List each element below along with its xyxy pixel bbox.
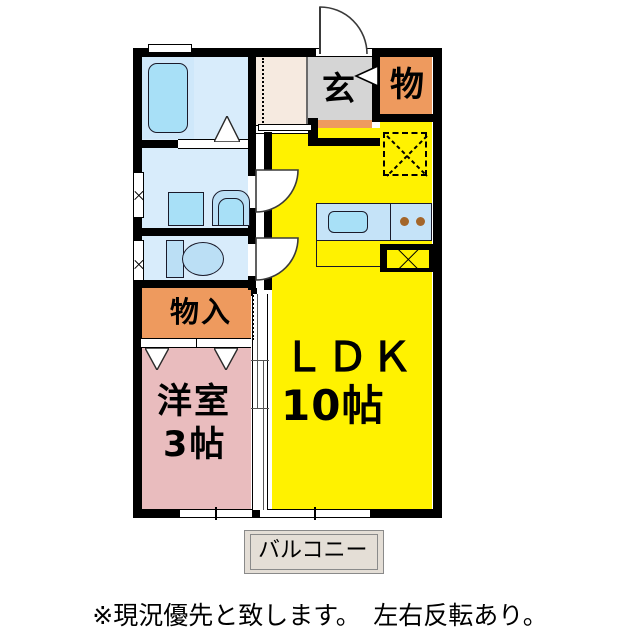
wall-entrance-step-bottom — [308, 138, 380, 146]
washroom-door-swing — [255, 169, 299, 213]
corridor-threshold — [258, 124, 312, 131]
label-ldk-name: ＬＤＫ — [283, 333, 415, 381]
wall-water-right-2 — [248, 208, 256, 244]
wall-bath-right — [248, 48, 256, 142]
wall-shoebox-left — [372, 56, 380, 122]
washing-machine — [168, 192, 204, 226]
room-ldk-fill — [272, 128, 432, 516]
room-ldk-fill-upper — [380, 122, 432, 162]
vent-square — [383, 132, 428, 177]
wall-left-outer-3 — [133, 286, 142, 518]
bath-door-fold — [214, 116, 240, 142]
closet-door-fold-left — [145, 348, 169, 370]
closet-door-mullion — [196, 338, 198, 348]
sliding-partition-leaf-b — [263, 360, 265, 510]
wall-top-right — [372, 48, 442, 57]
vanity-basin — [218, 198, 244, 226]
window-bedroom-bottom-mullion — [215, 507, 217, 520]
bath-door-opening — [178, 139, 248, 149]
label-balcony: バルコニー — [258, 538, 368, 563]
label-shoebox: 物 — [390, 65, 424, 105]
wall-left-outer — [133, 48, 142, 172]
sliding-partition-leaf-a — [257, 294, 259, 408]
label-bedroom-size: 3帖 — [163, 425, 227, 465]
stove-burner-right — [416, 217, 425, 226]
appliance-nook-space — [386, 249, 430, 269]
wall-shoebox-bottom — [372, 114, 434, 122]
corridor-edge-dotted — [262, 58, 264, 126]
kitchen-sink — [328, 211, 368, 233]
wall-top-left — [133, 48, 256, 57]
vent-x-icon — [386, 135, 428, 177]
wall-top-mid — [256, 48, 316, 57]
closet-door-fold-right — [214, 348, 238, 370]
entrance-step-arrow-icon — [354, 65, 378, 87]
room-shoebox-fill — [380, 56, 432, 122]
wall-right-outer — [433, 48, 442, 518]
room-closet-fill — [141, 288, 251, 338]
entrance-door-swing — [319, 6, 368, 54]
room-bedroom-fill — [141, 344, 251, 516]
wall-water-right — [248, 140, 256, 176]
toilet-door-swing — [255, 237, 299, 281]
toilet-bowl — [182, 242, 224, 276]
label-ldk-size: 10帖 — [281, 381, 385, 430]
label-closet: 物入 — [170, 295, 233, 329]
wall-water-right-3 — [248, 276, 256, 290]
room-entrance-fill — [308, 56, 372, 120]
bathtub — [148, 63, 188, 133]
kitchen-front-line — [316, 241, 318, 267]
wall-entrance-bottom — [308, 118, 318, 144]
sliding-partition-bedroom-ldk — [252, 294, 268, 510]
window-washroom — [133, 172, 144, 218]
label-bedroom-name: 洋室 — [157, 382, 232, 422]
room-balcony-inner — [250, 534, 378, 570]
kitchen-counter-divider — [390, 203, 392, 241]
stove-burner-left — [400, 217, 409, 226]
label-entrance: 玄 — [322, 69, 355, 108]
wall-bedroom-ldk — [251, 288, 257, 296]
plan-caption: ※現況優先と致します。 左右反転あり。 — [92, 601, 548, 630]
wall-corridor-entrance — [306, 57, 308, 133]
wall-toilet-closet — [133, 280, 256, 288]
kitchen-front-line-bottom — [316, 266, 380, 268]
bath-window — [148, 44, 192, 53]
patio-door-mullion — [314, 507, 316, 520]
wall-washroom-toilet — [133, 228, 256, 236]
sliding-partition-tick-1 — [251, 360, 269, 362]
closet-edge-dotted — [252, 288, 254, 340]
room-corridor-lower-fill — [256, 56, 308, 132]
sliding-partition-tick-2 — [251, 408, 269, 410]
